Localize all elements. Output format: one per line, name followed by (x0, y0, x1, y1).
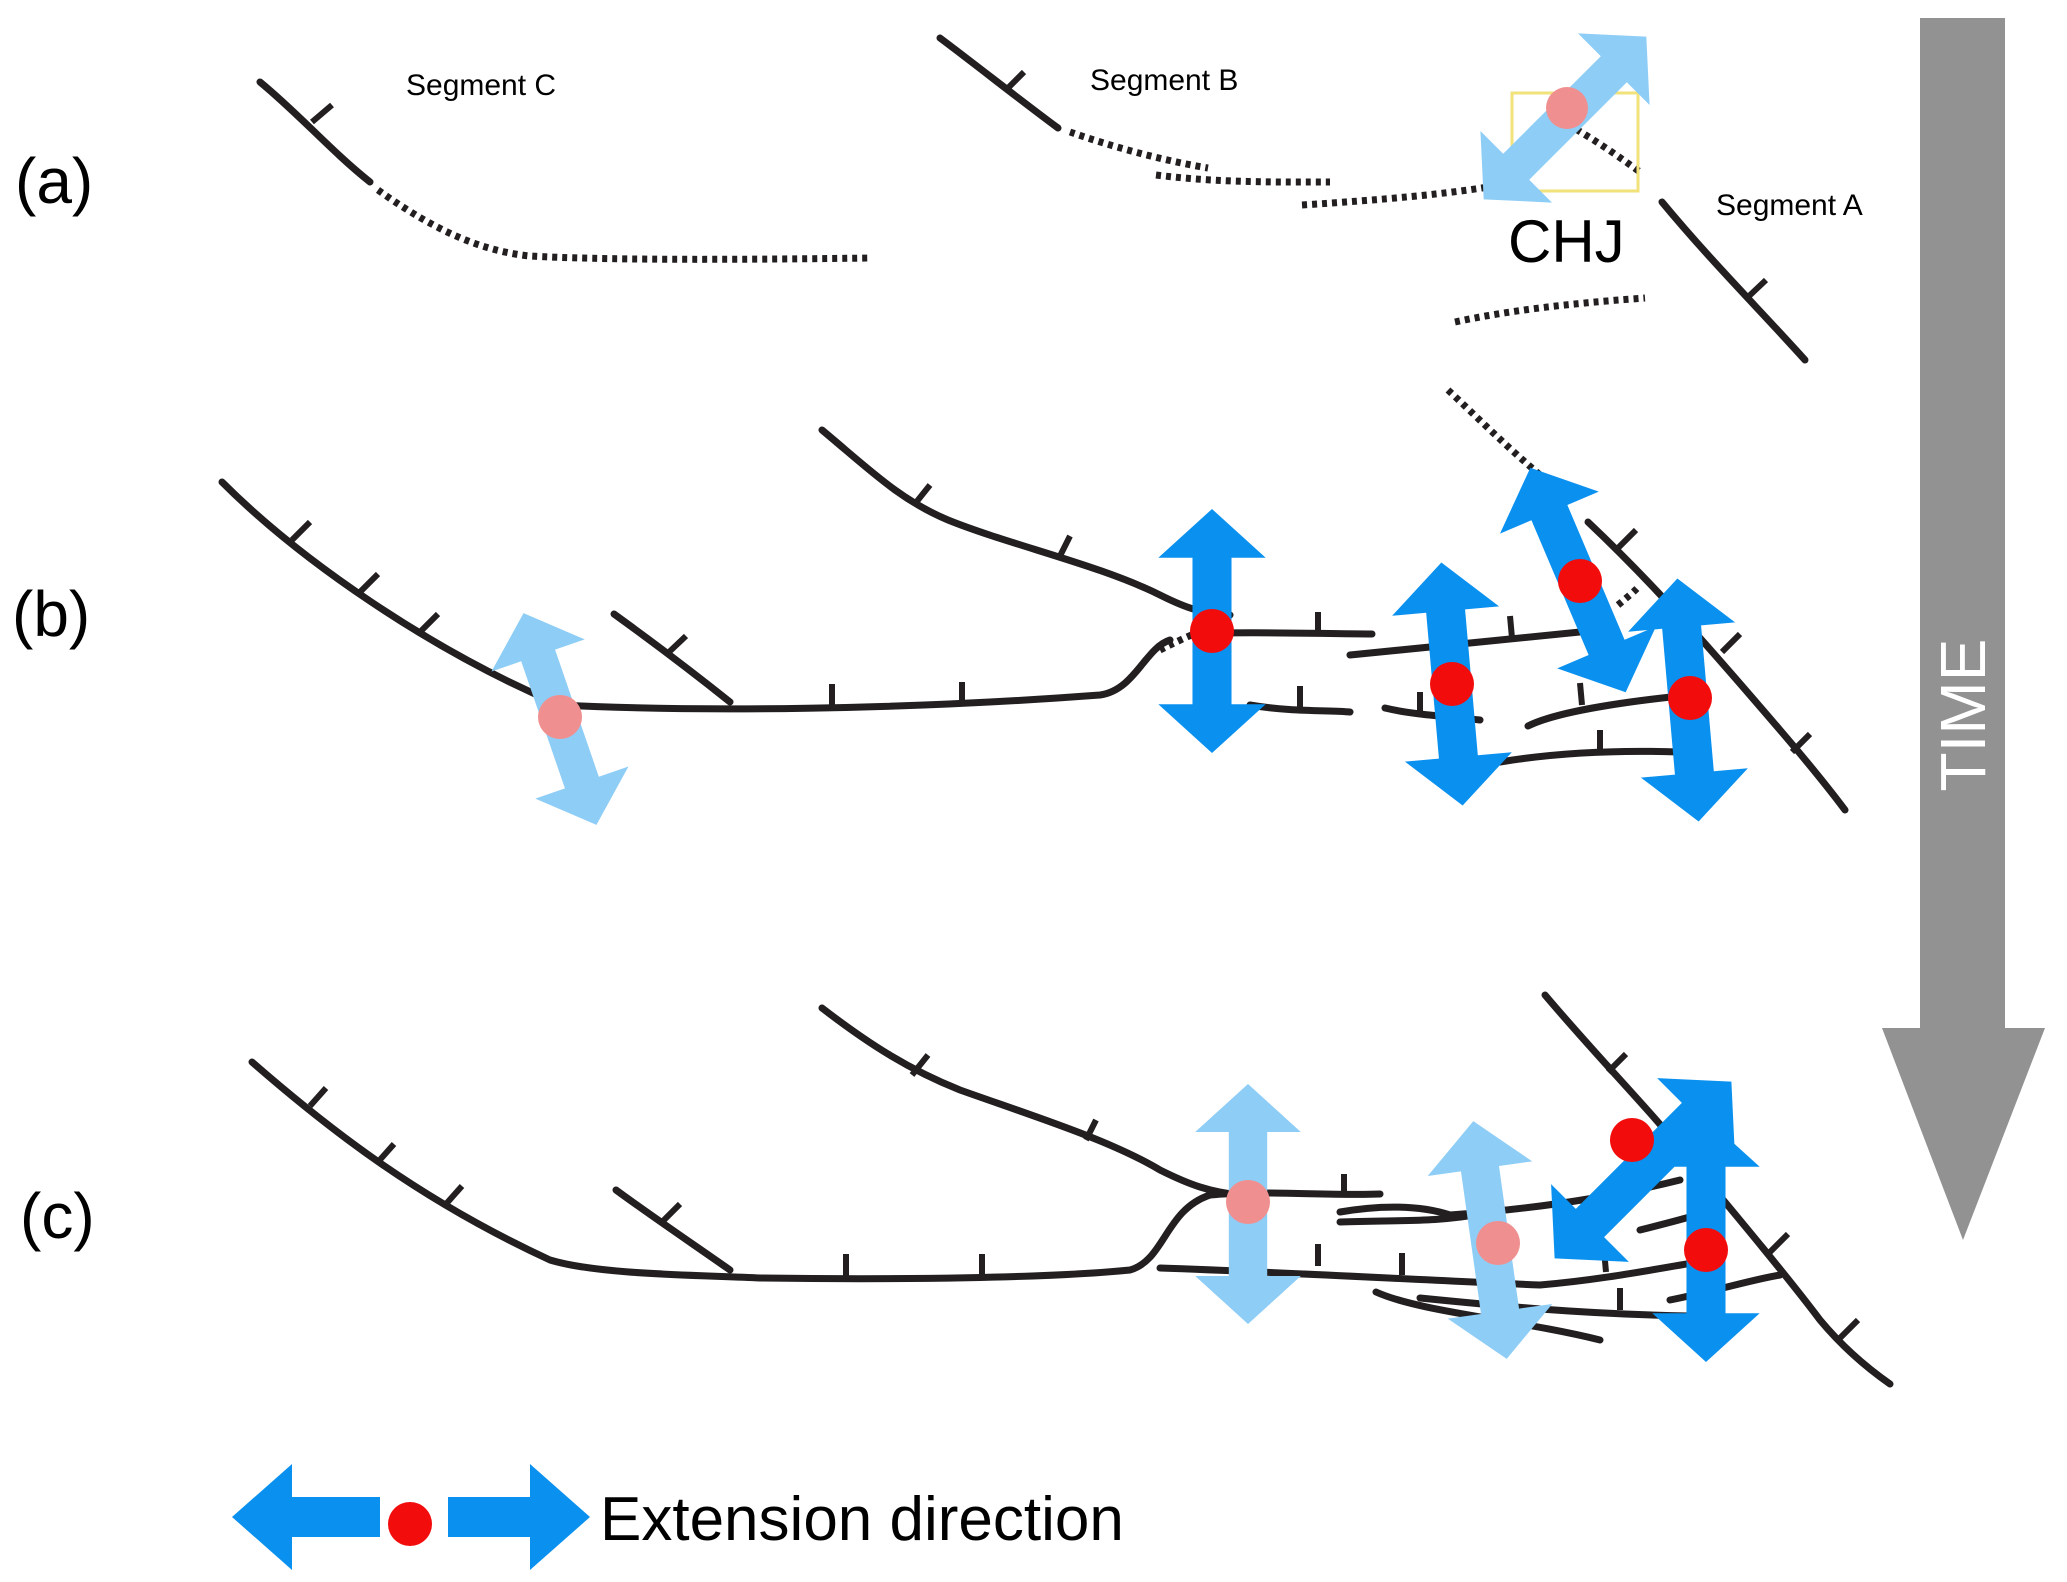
junction-point-c1 (1226, 1180, 1270, 1224)
panel-label-c: (c) (20, 1180, 95, 1252)
junction-point-c3 (1610, 1118, 1654, 1162)
junction-point-c2 (1476, 1221, 1520, 1265)
fault-segment-b (936, 34, 1062, 132)
fault-segment-c-dotted (375, 187, 873, 263)
fault-c-upper (818, 1004, 1244, 1199)
fault-c-main (248, 1058, 1384, 1283)
legend-point (388, 1502, 432, 1546)
junction-point-b1 (538, 695, 582, 739)
legend-arrow-right (448, 1464, 590, 1570)
fault-b-main (218, 478, 1174, 713)
fault-segment-c (256, 78, 374, 186)
fault-b-upper (818, 426, 1234, 619)
junction-point-b3 (1430, 662, 1474, 706)
panel-c (248, 991, 1894, 1388)
time-label: TIME (1927, 639, 1999, 792)
junction-point-c4 (1684, 1228, 1728, 1272)
panel-a: Segment C Segment B Segment A CHJ (256, 0, 1863, 364)
chj-label: CHJ (1508, 208, 1625, 275)
extension-arrow-c3 (1515, 1042, 1771, 1298)
fault-segment-a (1658, 198, 1809, 364)
legend-arrow-left (232, 1464, 380, 1570)
fault-b-right (1584, 518, 1849, 814)
segment-c-label: Segment C (406, 69, 556, 102)
time-arrow: TIME (1882, 18, 2045, 1240)
legend-label: Extension direction (600, 1485, 1124, 1554)
panel-b (218, 387, 1849, 841)
panel-label-b: (b) (12, 578, 90, 650)
legend: Extension direction (232, 1464, 1124, 1570)
fault-c-branch (612, 1186, 734, 1274)
segment-b-label: Segment B (1090, 64, 1238, 97)
junction-point-b4 (1558, 559, 1602, 603)
junction-point-b2 (1190, 609, 1234, 653)
fault-c-right (1541, 991, 1894, 1388)
junction-point-b5 (1668, 676, 1712, 720)
segment-a-label: Segment A (1716, 189, 1863, 222)
fault-b-branch (610, 610, 734, 706)
panel-label-a: (a) (15, 145, 93, 217)
junction-point-a (1546, 87, 1588, 129)
